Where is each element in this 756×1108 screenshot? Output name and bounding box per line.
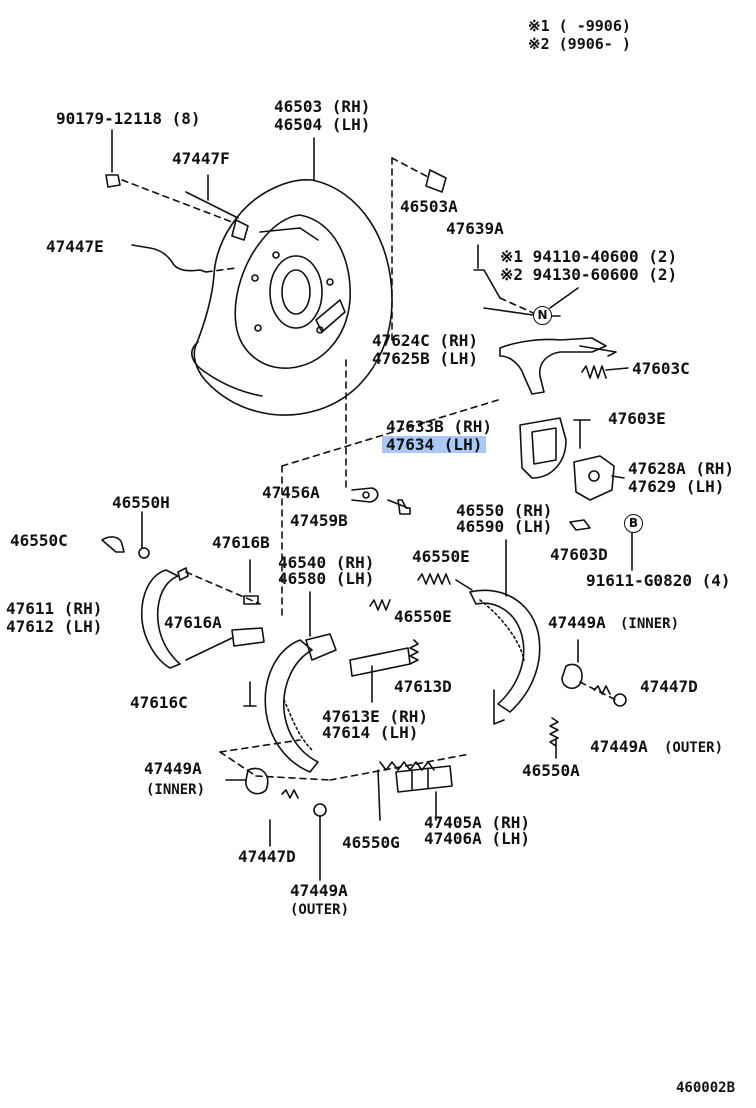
label-46550h: 46550H xyxy=(112,493,170,512)
label-46503a: 46503A xyxy=(400,197,458,216)
label-47613d: 47613D xyxy=(394,677,452,696)
label-46550a: 46550A xyxy=(522,761,580,780)
label-47447e: 47447E xyxy=(46,237,104,256)
label-outer-right: (OUTER) xyxy=(664,740,724,756)
label-47447d-left: 47447D xyxy=(238,847,296,866)
label-46550c: 46550C xyxy=(10,531,68,550)
label-46550e-upper: 46550E xyxy=(412,547,470,566)
marker-n: N xyxy=(533,306,552,325)
label-47639a: 47639A xyxy=(446,219,504,238)
label-47405a: 47405A (RH) xyxy=(424,813,530,832)
note-line-2: ※2 (9906- ) xyxy=(528,35,631,53)
label-47449a-inner-left: 47449A xyxy=(144,759,202,778)
label-47629: 47629 (LH) xyxy=(628,477,725,496)
label-46504: 46504 (LH) xyxy=(274,115,371,134)
label-47449a-inner-right: 47449A xyxy=(548,613,606,632)
label-47625b: 47625B (LH) xyxy=(372,349,478,368)
label-90179-12118: 90179-12118 (8) xyxy=(56,109,201,128)
label-47616c: 47616C xyxy=(130,693,188,712)
note-line-1: ※1 ( -9906) xyxy=(528,17,631,35)
label-46550-rh: 46550 (RH) xyxy=(456,501,553,520)
label-47449a-outer-left: 47449A xyxy=(290,881,348,900)
label-47633b: 47633B (RH) xyxy=(386,417,492,436)
label-46550g: 46550G xyxy=(342,833,400,852)
label-47634-highlighted[interactable]: 47634 (LH) xyxy=(382,436,487,453)
label-46503: 46503 (RH) xyxy=(274,97,371,116)
label-47456a: 47456A xyxy=(262,483,320,502)
label-47447f: 47447F xyxy=(172,149,230,168)
label-inner-left: (INNER) xyxy=(146,782,206,798)
diagram-code: 460002B xyxy=(676,1080,736,1096)
label-47447d-right: 47447D xyxy=(640,677,698,696)
label-91611-g0820: 91611-G0820 (4) xyxy=(586,571,731,590)
label-94110-40600: ※1 94110-40600 (2) xyxy=(500,247,678,266)
label-47603d: 47603D xyxy=(550,545,608,564)
label-47614: 47614 (LH) xyxy=(322,723,419,742)
marker-b: B xyxy=(624,514,643,533)
label-46540: 46540 (RH) xyxy=(278,553,375,572)
label-inner-right: (INNER) xyxy=(620,616,680,632)
label-47611: 47611 (RH) xyxy=(6,599,103,618)
backing-plate-graphic xyxy=(191,179,393,416)
label-47612: 47612 (LH) xyxy=(6,617,103,636)
label-46580: 46580 (LH) xyxy=(278,569,375,588)
label-47616b: 47616B xyxy=(212,533,270,552)
label-46590-lh: 46590 (LH) xyxy=(456,517,553,536)
label-47613e: 47613E (RH) xyxy=(322,707,428,726)
label-47624c: 47624C (RH) xyxy=(372,331,478,350)
label-94130-60600: ※2 94130-60600 (2) xyxy=(500,265,678,284)
label-47603e: 47603E xyxy=(608,409,666,428)
label-47449a-outer-right: 47449A xyxy=(590,737,648,756)
label-47628a: 47628A (RH) xyxy=(628,459,734,478)
label-47603c: 47603C xyxy=(632,359,690,378)
label-47459b: 47459B xyxy=(290,511,348,530)
label-47406a: 47406A (LH) xyxy=(424,829,530,848)
label-46550e-lower: 46550E xyxy=(394,607,452,626)
label-47616a: 47616A xyxy=(164,613,222,632)
label-outer-left: (OUTER) xyxy=(290,902,350,918)
